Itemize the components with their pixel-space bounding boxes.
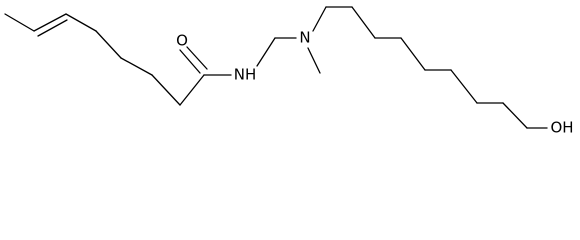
bond-carbonyl-a bbox=[179, 49, 201, 74]
carbonyl-group: O bbox=[176, 32, 208, 74]
bond-c5-c6 bbox=[120, 57, 153, 76]
bond-c2-c3 bbox=[33, 13, 67, 32]
hydroxyalkyl-chain: OH bbox=[325, 6, 574, 137]
bond-c3-c4 bbox=[65, 13, 97, 32]
amide-nitrogen-label: NH bbox=[234, 66, 257, 84]
bond-chain-4 bbox=[400, 37, 426, 71]
bond-carbonyl-b bbox=[186, 46, 208, 70]
bond-chain-2 bbox=[351, 6, 376, 39]
bond-c6-c7 bbox=[151, 74, 181, 106]
bond-c4-c5 bbox=[95, 30, 122, 59]
amine-nitrogen-label: N bbox=[299, 29, 310, 47]
bond-c7-c8 bbox=[179, 74, 205, 106]
bond-n-chain bbox=[312, 6, 327, 32]
hydroxyl-label: OH bbox=[550, 119, 573, 137]
alkenyl-chain bbox=[4, 13, 205, 106]
skeletal-structure-diagram: O NH N OH bbox=[4, 6, 574, 137]
bond-c1-c2 bbox=[4, 13, 35, 32]
bond-chain-6 bbox=[450, 69, 478, 104]
bond-nh-ch2 bbox=[256, 37, 276, 67]
bond-n-methyl bbox=[307, 47, 321, 74]
bond-chain-8 bbox=[502, 102, 528, 129]
amine-group: N bbox=[299, 6, 327, 74]
bond-c2-c3-double bbox=[37, 19, 68, 37]
amide-linkage: NH bbox=[203, 37, 297, 84]
oxygen-label: O bbox=[176, 32, 188, 50]
